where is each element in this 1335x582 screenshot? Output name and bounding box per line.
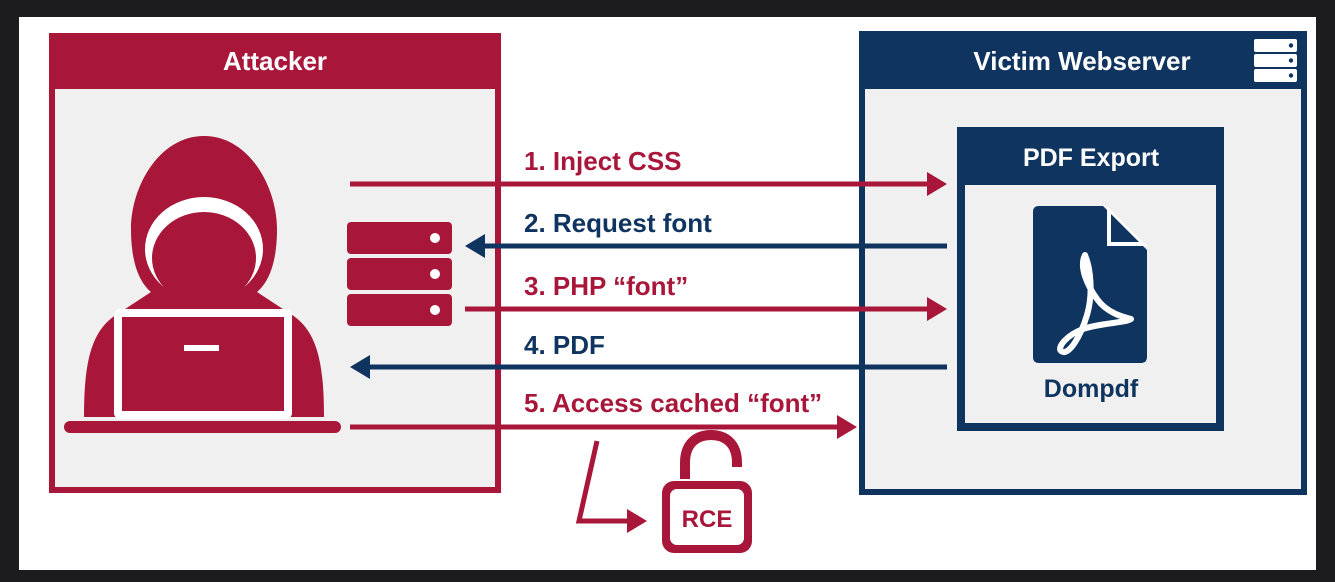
arrow-to-rce [575,440,631,524]
pdf-export-title: PDF Export [1023,144,1160,172]
flow-arrows [350,172,947,533]
diagram-canvas: Attacker Victim Webserver [19,17,1316,570]
diagram-svg: Attacker Victim Webserver [49,31,1307,553]
hooded-hacker-icon [64,136,341,433]
step-2-label: 2. Request font [524,208,712,238]
dompdf-label: Dompdf [1044,375,1139,403]
step-3-label: 3. PHP “font” [524,271,688,301]
attacker-server-icon [347,222,452,326]
unlocked-padlock-icon: RCE [662,429,752,553]
victim-title: Victim Webserver [973,46,1190,76]
server-stack-icon [1254,39,1297,82]
step-4-label: 4. PDF [524,330,605,360]
step-1-label: 1. Inject CSS [524,146,682,176]
pdf-document-icon [1033,206,1147,363]
step-labels: 1. Inject CSS 2. Request font 3. PHP “fo… [524,146,822,418]
step-5-label: 5. Access cached “font” [524,388,822,418]
attacker-title: Attacker [223,46,327,76]
rce-label: RCE [682,506,733,533]
